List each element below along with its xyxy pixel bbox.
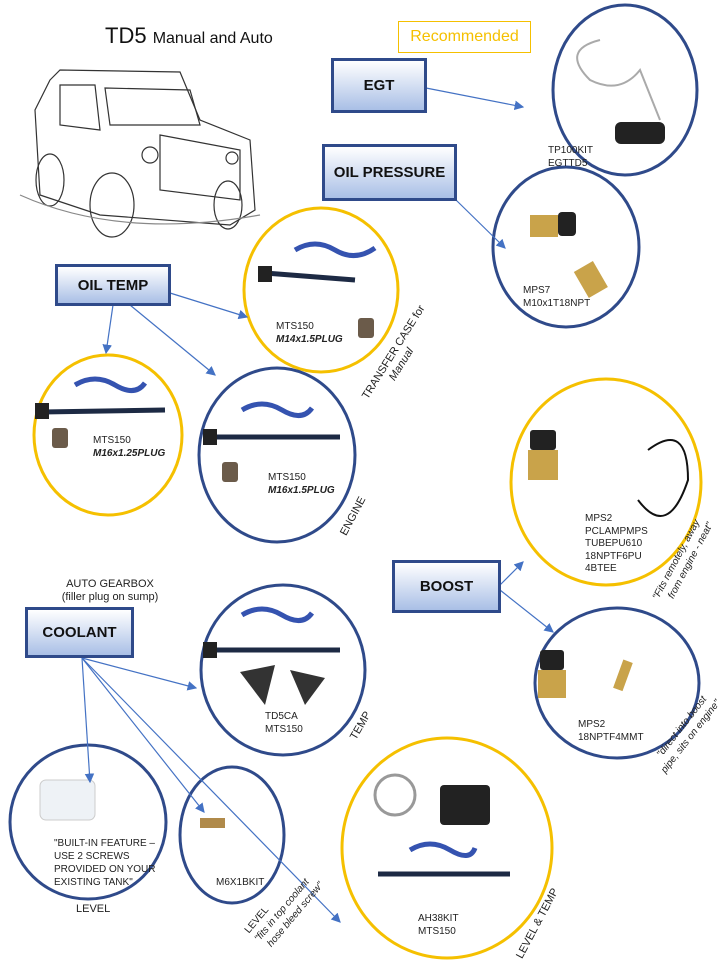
title-sub: Manual and Auto	[152, 30, 273, 47]
oil-pressure-kit-circle	[491, 165, 641, 329]
boost-remote-kit-circle	[509, 377, 703, 587]
category-oil-temp: OIL TEMP	[55, 264, 171, 306]
transfer-case-kit-circle	[242, 206, 400, 374]
category-boost: BOOST	[392, 560, 501, 613]
product-images	[35, 39, 690, 877]
egt-kit-circle	[551, 3, 699, 177]
coolant-temp-kit-circle	[199, 583, 367, 757]
category-oil-pressure: OIL PRESSURE	[322, 144, 457, 201]
category-egt: EGT	[331, 58, 427, 113]
page-title: TD5 Manual and Auto	[105, 22, 273, 53]
category-coolant: COOLANT	[25, 607, 134, 658]
boost-direct-kit-circle	[533, 606, 701, 760]
recommended-legend: Recommended	[398, 21, 531, 53]
connector-arrows	[81, 87, 554, 923]
auto-gearbox-kit-circle	[32, 353, 184, 517]
level-builtin-label: LEVEL	[76, 903, 111, 915]
engine-kit-circle	[197, 366, 357, 544]
level-kit-circle	[178, 765, 286, 905]
auto-gearbox-label: AUTO GEARBOX(filler plug on sump)	[61, 578, 159, 603]
level-temp-kit-circle	[340, 736, 554, 960]
title-main: TD5	[105, 23, 147, 48]
level-kit-text: M6X1BKIT	[216, 877, 265, 888]
defender-sketch-image	[19, 69, 261, 238]
